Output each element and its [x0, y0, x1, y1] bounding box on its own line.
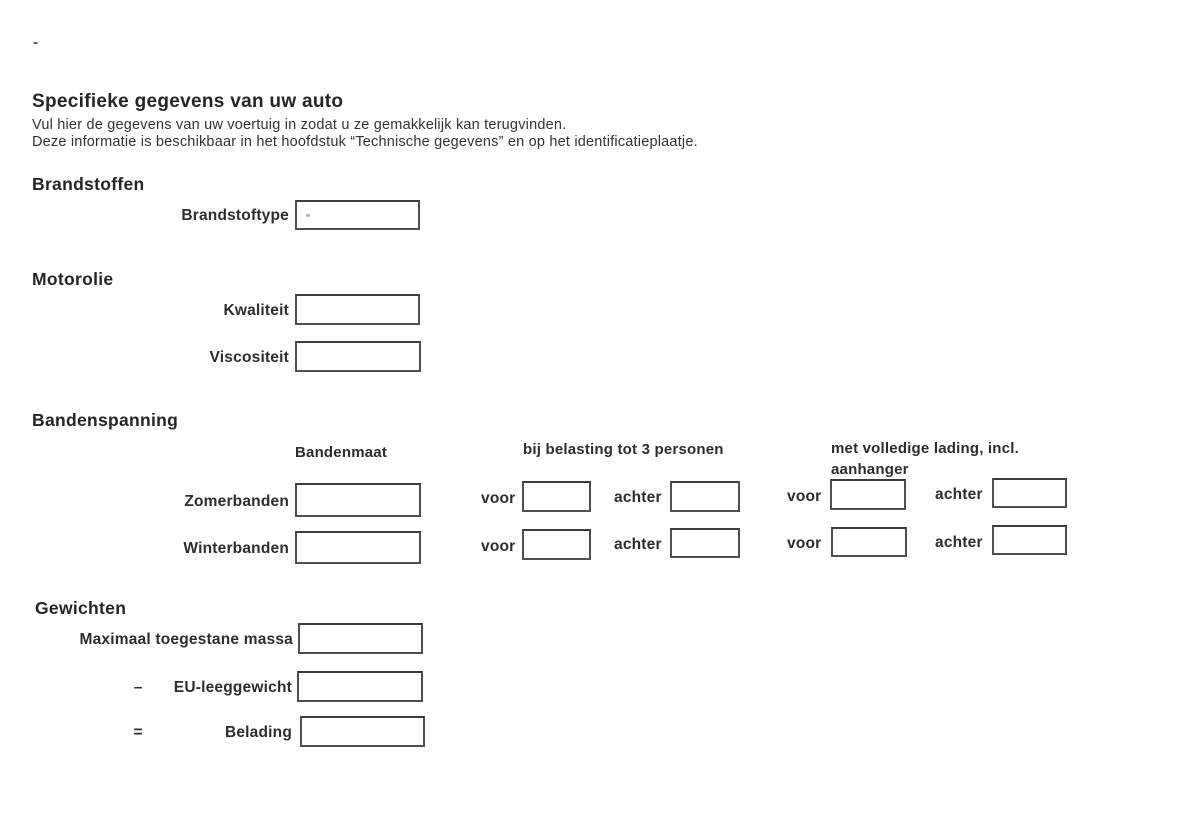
equals-operator: =	[133, 724, 143, 741]
winterbanden-belasting-voor-label: voor	[481, 538, 516, 555]
column-header-lading: met volledige lading, incl. aanhanger	[831, 438, 1019, 480]
winterbanden-belasting-achter-label: achter	[614, 536, 662, 553]
zomerbanden-label: Zomerbanden	[184, 493, 289, 510]
belading-label: Belading	[224, 724, 292, 741]
winterbanden-lading-voor-label: voor	[787, 535, 822, 552]
zomerbanden-belasting-achter-input[interactable]	[670, 481, 740, 512]
column-header-bandenmaat: Bandenmaat	[295, 444, 388, 461]
maximaal-toegestane-massa-input[interactable]	[298, 623, 423, 654]
winterbanden-lading-voor-input[interactable]	[831, 527, 907, 557]
winterbanden-belasting-voor-input[interactable]	[522, 529, 591, 560]
minus-operator: –	[133, 679, 143, 696]
brandstoftype-input[interactable]	[295, 200, 420, 230]
section-heading-brandstoffen: Brandstoffen	[32, 174, 145, 194]
column-header-lading-line1: met volledige lading, incl.	[831, 440, 1019, 457]
viscositeit-input[interactable]	[295, 341, 421, 372]
zomerbanden-belasting-achter-label: achter	[614, 489, 662, 506]
section-heading-bandenspanning: Bandenspanning	[32, 410, 179, 430]
kwaliteit-label: Kwaliteit	[223, 302, 289, 319]
zomerbanden-lading-voor-input[interactable]	[830, 479, 906, 510]
zomerbanden-lading-achter-input[interactable]	[992, 478, 1067, 508]
intro-line-2: Deze informatie is beschikbaar in het ho…	[32, 134, 698, 150]
kwaliteit-input[interactable]	[295, 294, 420, 325]
eu-leeggewicht-label: EU-leeggewicht	[173, 679, 292, 696]
zomerbanden-lading-voor-label: voor	[787, 488, 822, 505]
page-title: Specifieke gegevens van uw auto	[32, 91, 344, 112]
belading-input[interactable]	[300, 716, 425, 747]
zomerbanden-belasting-voor-input[interactable]	[522, 481, 591, 512]
column-header-belasting: bij belasting tot 3 personen	[523, 441, 724, 458]
eu-leeggewicht-input[interactable]	[297, 671, 423, 702]
section-heading-gewichten: Gewichten	[35, 598, 127, 618]
viscositeit-label: Viscositeit	[209, 349, 289, 366]
winterbanden-lading-achter-label: achter	[935, 534, 983, 551]
zomerbanden-belasting-voor-label: voor	[481, 490, 516, 507]
winterbanden-belasting-achter-input[interactable]	[670, 528, 740, 558]
brandstoftype-label: Brandstoftype	[181, 207, 289, 224]
zomerbanden-lading-achter-label: achter	[935, 486, 983, 503]
intro-line-1: Vul hier de gegevens van uw voertuig in …	[32, 117, 567, 133]
page-corner-mark: -	[33, 34, 38, 51]
zomerbanden-bandenmaat-input[interactable]	[295, 483, 421, 517]
winterbanden-bandenmaat-input[interactable]	[295, 531, 421, 564]
winterbanden-lading-achter-input[interactable]	[992, 525, 1067, 555]
winterbanden-label: Winterbanden	[183, 540, 289, 557]
column-header-lading-line2: aanhanger	[831, 461, 909, 478]
maximaal-toegestane-massa-label: Maximaal toegestane massa	[79, 631, 293, 648]
section-heading-motorolie: Motorolie	[32, 269, 114, 289]
